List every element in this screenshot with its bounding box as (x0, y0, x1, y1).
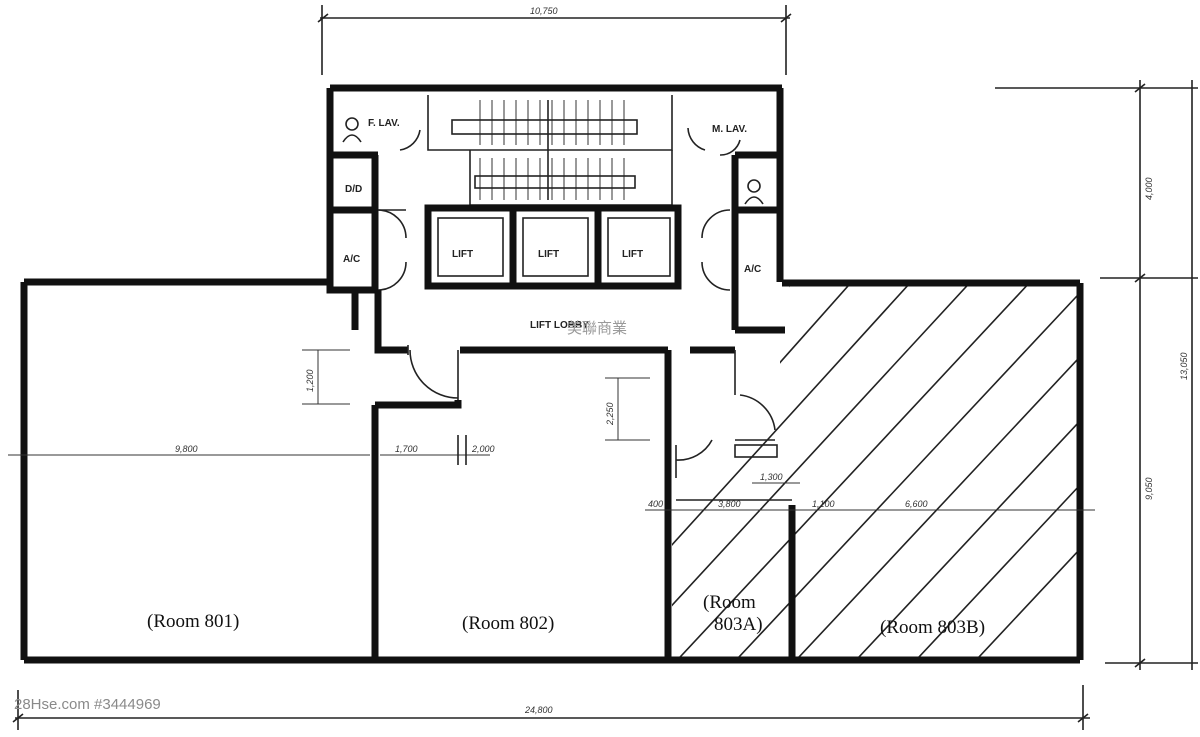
male-lav-label: M. LAV. (712, 124, 747, 135)
top-dimension: 10,750 (317, 5, 792, 75)
room-803a-label-line1: (Room (703, 592, 756, 613)
room-802-label: (Room 802) (462, 613, 554, 634)
bottom-dimension: 24,800 (12, 685, 1090, 730)
core-walls (326, 84, 785, 334)
corridor-mid-label: 2,250 (605, 402, 615, 426)
right-upper-label: 4,000 (1144, 177, 1154, 200)
room-802-small-label: 2,000 (471, 444, 495, 454)
lift-lobby-label: LIFT LOBBY (530, 320, 589, 331)
ac-right-label: A/C (744, 264, 761, 275)
male-person-icon (744, 179, 764, 205)
office-outer-walls (20, 278, 1084, 664)
right-lower-label: 9,050 (1144, 477, 1154, 500)
room-801-depth-label: 9,800 (175, 444, 198, 454)
room-803b-mid-label: 1,100 (812, 499, 835, 509)
room-802-depth-label: 1,700 (395, 444, 418, 454)
partitions (371, 350, 796, 660)
room-803b-width-label: 6,600 (905, 499, 928, 509)
duct-label: D/D (345, 184, 362, 195)
core-doors (377, 127, 741, 291)
ac-left-label: A/C (343, 254, 360, 265)
bottom-width-label: 24,800 (524, 705, 553, 715)
lift-3-label: LIFT (622, 249, 643, 260)
female-person-icon (342, 117, 362, 143)
lift-bank: LIFT LIFT LIFT (424, 204, 682, 290)
staircase (451, 100, 638, 200)
lift-2-label: LIFT (538, 249, 559, 260)
right-dimension: 4,000 9,050 13,050 (995, 80, 1198, 670)
female-lav-label: F. LAV. (368, 118, 400, 129)
room-803a-label-line2: 803A) (714, 614, 763, 635)
top-width-label: 10,750 (530, 6, 558, 16)
lift-1-label: LIFT (452, 249, 473, 260)
room-801-label: (Room 801) (147, 611, 239, 632)
room-803b-label: (Room 803B) (880, 617, 985, 638)
right-height-label: 13,050 (1179, 352, 1189, 380)
room-803a-left-label: 400 (648, 499, 663, 509)
room-803a-width-label: 3,800 (718, 499, 741, 509)
interior-dimensions: 9,800 1,700 2,000 1,200 2,250 400 3,800 … (8, 349, 1095, 511)
brand-watermark: 美聯商業 (567, 319, 627, 337)
hatched-area (672, 283, 1078, 658)
lift-lobby: LIFT LOBBY (374, 290, 776, 431)
listing-id-watermark: 28Hse.com #3444969 (14, 696, 161, 713)
corridor-left-label: 1,200 (305, 369, 315, 392)
room-803a-small-label: 1,300 (760, 472, 783, 482)
